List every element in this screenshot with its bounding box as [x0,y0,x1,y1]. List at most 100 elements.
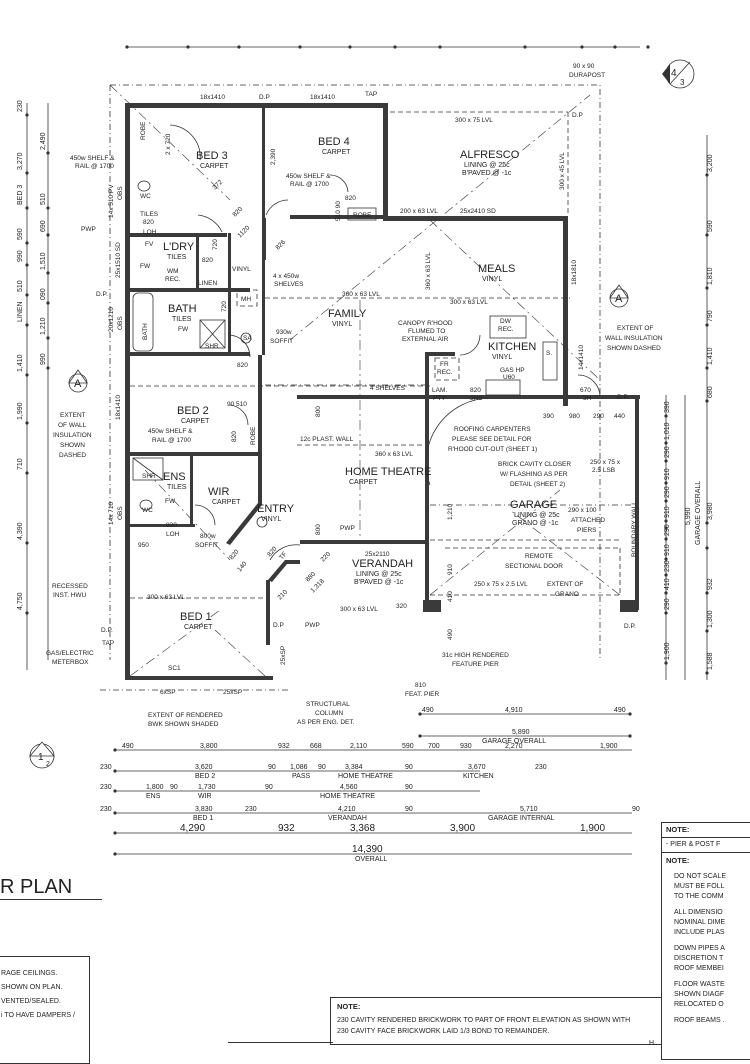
hs-label: 3HS [470,395,483,402]
dim-tick [705,671,709,675]
dim-label: 290 [593,413,604,420]
obs-label: OBS [117,186,124,200]
plaster-wall-label: 12c PLAST. WALL [300,436,354,443]
dim-label: 320 [396,603,407,610]
dim-label: 4,750 [17,592,24,610]
fw-label: FW [178,326,189,333]
dim-label: 700 [428,743,440,750]
dim-label: 510 [40,193,47,205]
dim-label: 90 [405,806,413,813]
dim-label: 932 [278,823,295,834]
soffit-label: SOFFIT [270,338,293,345]
kitchen-sink [542,341,558,381]
dim-label: 3,900 [450,823,475,834]
dim-label: 90 [170,784,178,791]
dim-tick [646,45,650,49]
room-name: BED 3 [196,150,228,162]
dim-tick [664,537,668,541]
insulation-label: SHOWN DASHED [607,345,661,352]
dim-tick [46,271,50,275]
dim-label: 90 [405,764,413,771]
feature-pier-label: 31c HIGH RENDERED [442,652,509,659]
dim-tick [46,206,50,210]
fridge-recess [434,357,460,381]
dim-label: 590 [707,220,714,232]
dim-label: 1,900 [580,823,605,834]
manhole-label: MH [241,296,251,303]
hwu-label: INST. HWU [53,592,87,599]
dim-label: 810 [415,682,426,689]
dim-label: 1,410 [17,354,24,372]
room-finish: TILES [167,254,187,261]
dim-label: 90 510 [227,401,247,408]
dim-tick [113,852,117,856]
dim-tick [664,414,668,418]
dim-tick [705,546,709,550]
lintel-label: 250 x 75 x [590,459,621,466]
dim-label: 2,270 [505,743,523,750]
dim-label: 230 [100,784,112,791]
room-name: ENTRY [257,503,295,515]
fw-label: FW [165,498,176,505]
room-finish: CARPET [181,418,210,425]
dim-tick [237,45,241,49]
room-name: MEALS [478,263,515,275]
room-finish: LINING @ 25c [514,512,560,519]
lintel-label: 250 x 75 x 2.5 LVL [474,581,528,588]
dim-tick [705,399,709,403]
dim-label: 1,900 [600,743,618,750]
note-box-pier: NOTE: - PIER & POST F [661,822,750,854]
shower [199,319,226,349]
dim-caption: ENS [146,793,161,800]
dim-tick [664,611,668,615]
dim-label: 790 [707,310,714,322]
tap-label: TAP [365,91,377,98]
tf-label: TF [278,551,288,562]
dim-tick [25,263,29,267]
roof-outline [109,84,601,660]
room-finish: B'PAVED @ -1c [462,170,512,177]
dw-label: DW [500,318,512,325]
downpipe-label: D.P. [96,291,108,298]
dim-label: 2,390 [270,148,277,165]
dim-tick [438,45,442,49]
dim-label: 290 [664,524,671,536]
insulation-label: OF WALL [58,422,87,429]
pantry-label: LAM. [432,387,447,394]
detail-marker-1-2: 1 2 [29,741,55,769]
section-marker-label: A [615,293,623,305]
shr-label: SHR [142,473,156,480]
dim-label: 5,990 [685,507,692,525]
dim-label: 90 [405,784,413,791]
dim-label: 230 [17,100,24,112]
dim-label: 230 [245,806,257,813]
dim-label: 820 [202,257,213,264]
dim-tick [46,366,50,370]
dim-tick [664,441,668,445]
dim-label: 490 [422,707,434,714]
dim-label: 3,670 [468,764,486,771]
note-item: SHOWN ON PLAN. [1,984,63,991]
wc-label: WC [142,507,153,514]
downpipe-label: D.P. [617,394,629,401]
column-note: STRUCTURAL [306,701,350,708]
dim-label: 932 [278,743,290,750]
insulation-label: WALL INSULATION [605,335,663,342]
dim-tick [523,45,527,49]
meterbox-label: METERBOX [52,659,89,666]
dim-label: 1,588 [707,652,714,670]
insulation-label: DASHED [59,452,86,459]
sink-label: S. [546,350,552,357]
dim-label: 410 [664,578,671,590]
dim-label: 720 [221,301,228,312]
dim-label: 1,730 [198,784,216,791]
dim-label: 910 [664,468,671,480]
dim-tick [25,293,29,297]
room-finish: CARPET [322,149,351,156]
dim-label: 820 [470,387,481,394]
dim-caption: WIR [198,793,212,800]
pwp-label: PWP [81,226,96,233]
